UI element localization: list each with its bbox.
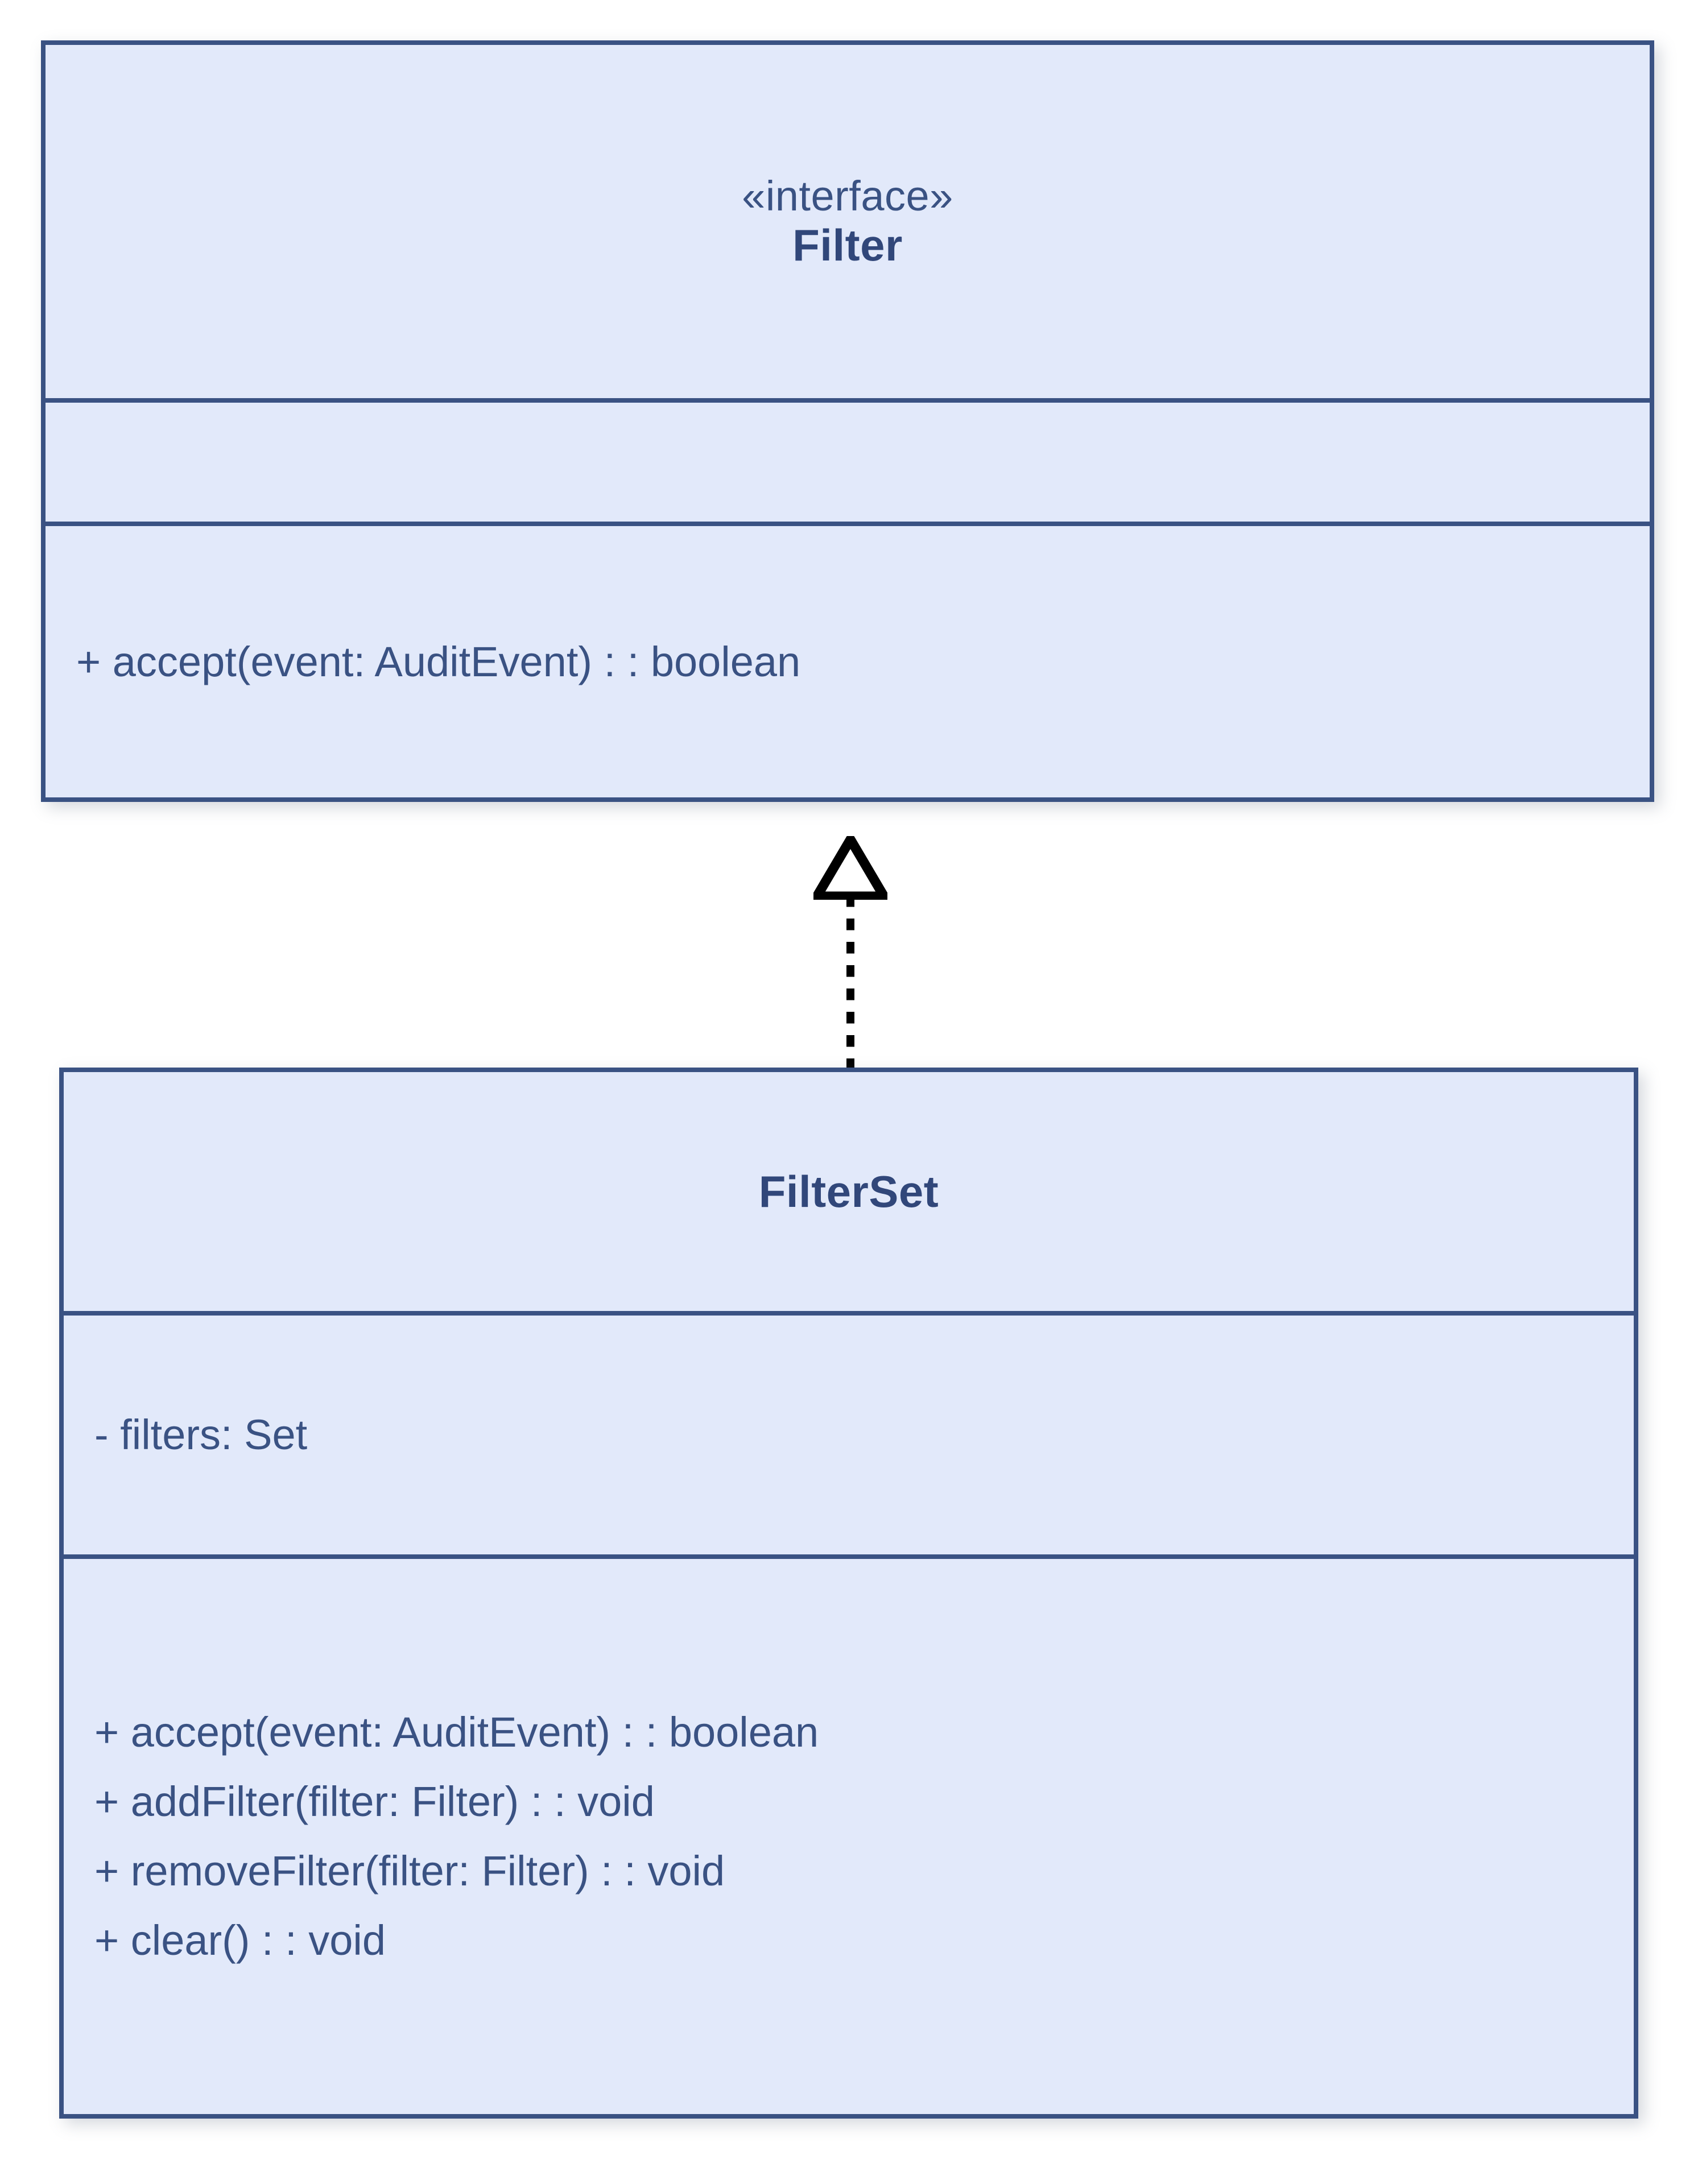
class-attributes-filterset: - filters: Set xyxy=(64,1311,1634,1554)
class-operation: + accept(event: AuditEvent) : : boolean xyxy=(94,1709,819,1756)
uml-class-filter[interactable]: «interface» Filter + accept(event: Audit… xyxy=(41,40,1654,802)
class-operation: + accept(event: AuditEvent) : : boolean xyxy=(76,638,801,685)
uml-class-filterset[interactable]: FilterSet - filters: Set + accept(event:… xyxy=(59,1068,1638,2119)
class-name-filter: Filter xyxy=(792,220,903,271)
hollow-triangle-arrowhead-icon xyxy=(813,836,887,900)
dotted-relationship-line xyxy=(846,895,854,1069)
class-operation: + clear() : : void xyxy=(94,1917,386,1964)
class-operations-filterset: + accept(event: AuditEvent) : : boolean … xyxy=(64,1554,1634,2114)
class-stereotype: «interface» xyxy=(742,172,953,220)
class-attributes-filter xyxy=(46,398,1650,522)
class-operation: + addFilter(filter: Filter) : : void xyxy=(94,1778,655,1825)
class-name-filterset: FilterSet xyxy=(758,1166,939,1217)
class-header-filterset: FilterSet xyxy=(64,1072,1634,1311)
class-attribute: - filters: Set xyxy=(94,1411,308,1458)
class-operation: + removeFilter(filter: Filter) : : void xyxy=(94,1847,725,1895)
class-operations-filter: + accept(event: AuditEvent) : : boolean xyxy=(46,522,1650,797)
realization-connector xyxy=(808,836,893,1069)
class-header-filter: «interface» Filter xyxy=(46,45,1650,398)
